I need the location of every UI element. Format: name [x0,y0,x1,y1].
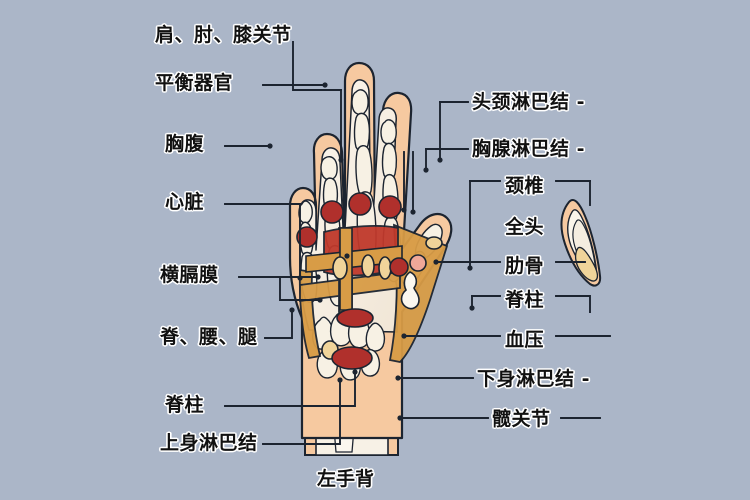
label-chest-abdomen: 胸腹 [165,129,204,156]
label-text: 胸腹 [165,133,205,155]
label-text: 脊柱 [505,289,545,311]
label-upper-body-lymph-node: 上身淋巴结 [160,428,258,455]
label-text: 脊柱 [165,394,205,416]
label-spine-waist-leg: 脊、腰、腿 [160,322,258,349]
label-text: 心脏 [165,191,205,213]
label-blood-pressure: 血压 [505,325,544,352]
label-cervical-vertebra: 颈椎 [505,171,544,198]
label-text: 脊、腰、腿 [160,326,258,348]
label-shoulder-elbow-knee-joint: 肩、肘、膝关节 [155,20,292,47]
label-head-neck-lymph-node: 头颈淋巴结 - [472,87,585,114]
leader-dots [267,82,475,421]
reflex-points [296,192,443,370]
figure-caption: 左手背 [317,468,375,490]
leader-lines [224,41,611,445]
thumb-detail-illustration [560,198,602,287]
label-text: 髋关节 [492,408,551,430]
label-thymus-lymph-node: 胸腺淋巴结 - [472,134,585,161]
label-spinal-column-right: 脊柱 [505,285,544,312]
label-text: 全头 [505,216,545,238]
label-text: 上身淋巴结 [160,432,258,454]
label-text: 血压 [505,329,545,351]
label-text: 颈椎 [505,175,545,197]
label-balance-organ: 平衡器官 [155,68,233,95]
label-spinal-column-left: 脊柱 [165,390,204,417]
label-lower-body-lymph-node: 下身淋巴结 - [477,364,590,391]
label-text: 平衡器官 [155,72,234,94]
label-diaphragm: 横膈膜 [160,260,219,287]
label-text: 胸腺淋巴结 - [472,138,586,160]
label-text: 肋骨 [505,255,545,277]
label-text: 下身淋巴结 - [477,368,591,390]
label-hip-joint: 髋关节 [492,404,551,431]
label-rib: 肋骨 [505,251,544,278]
label-whole-head: 全头 [505,212,544,239]
label-heart: 心脏 [165,187,204,214]
label-text: 头颈淋巴结 - [472,91,586,113]
label-text: 横膈膜 [160,264,219,286]
label-text: 肩、肘、膝关节 [155,24,292,46]
